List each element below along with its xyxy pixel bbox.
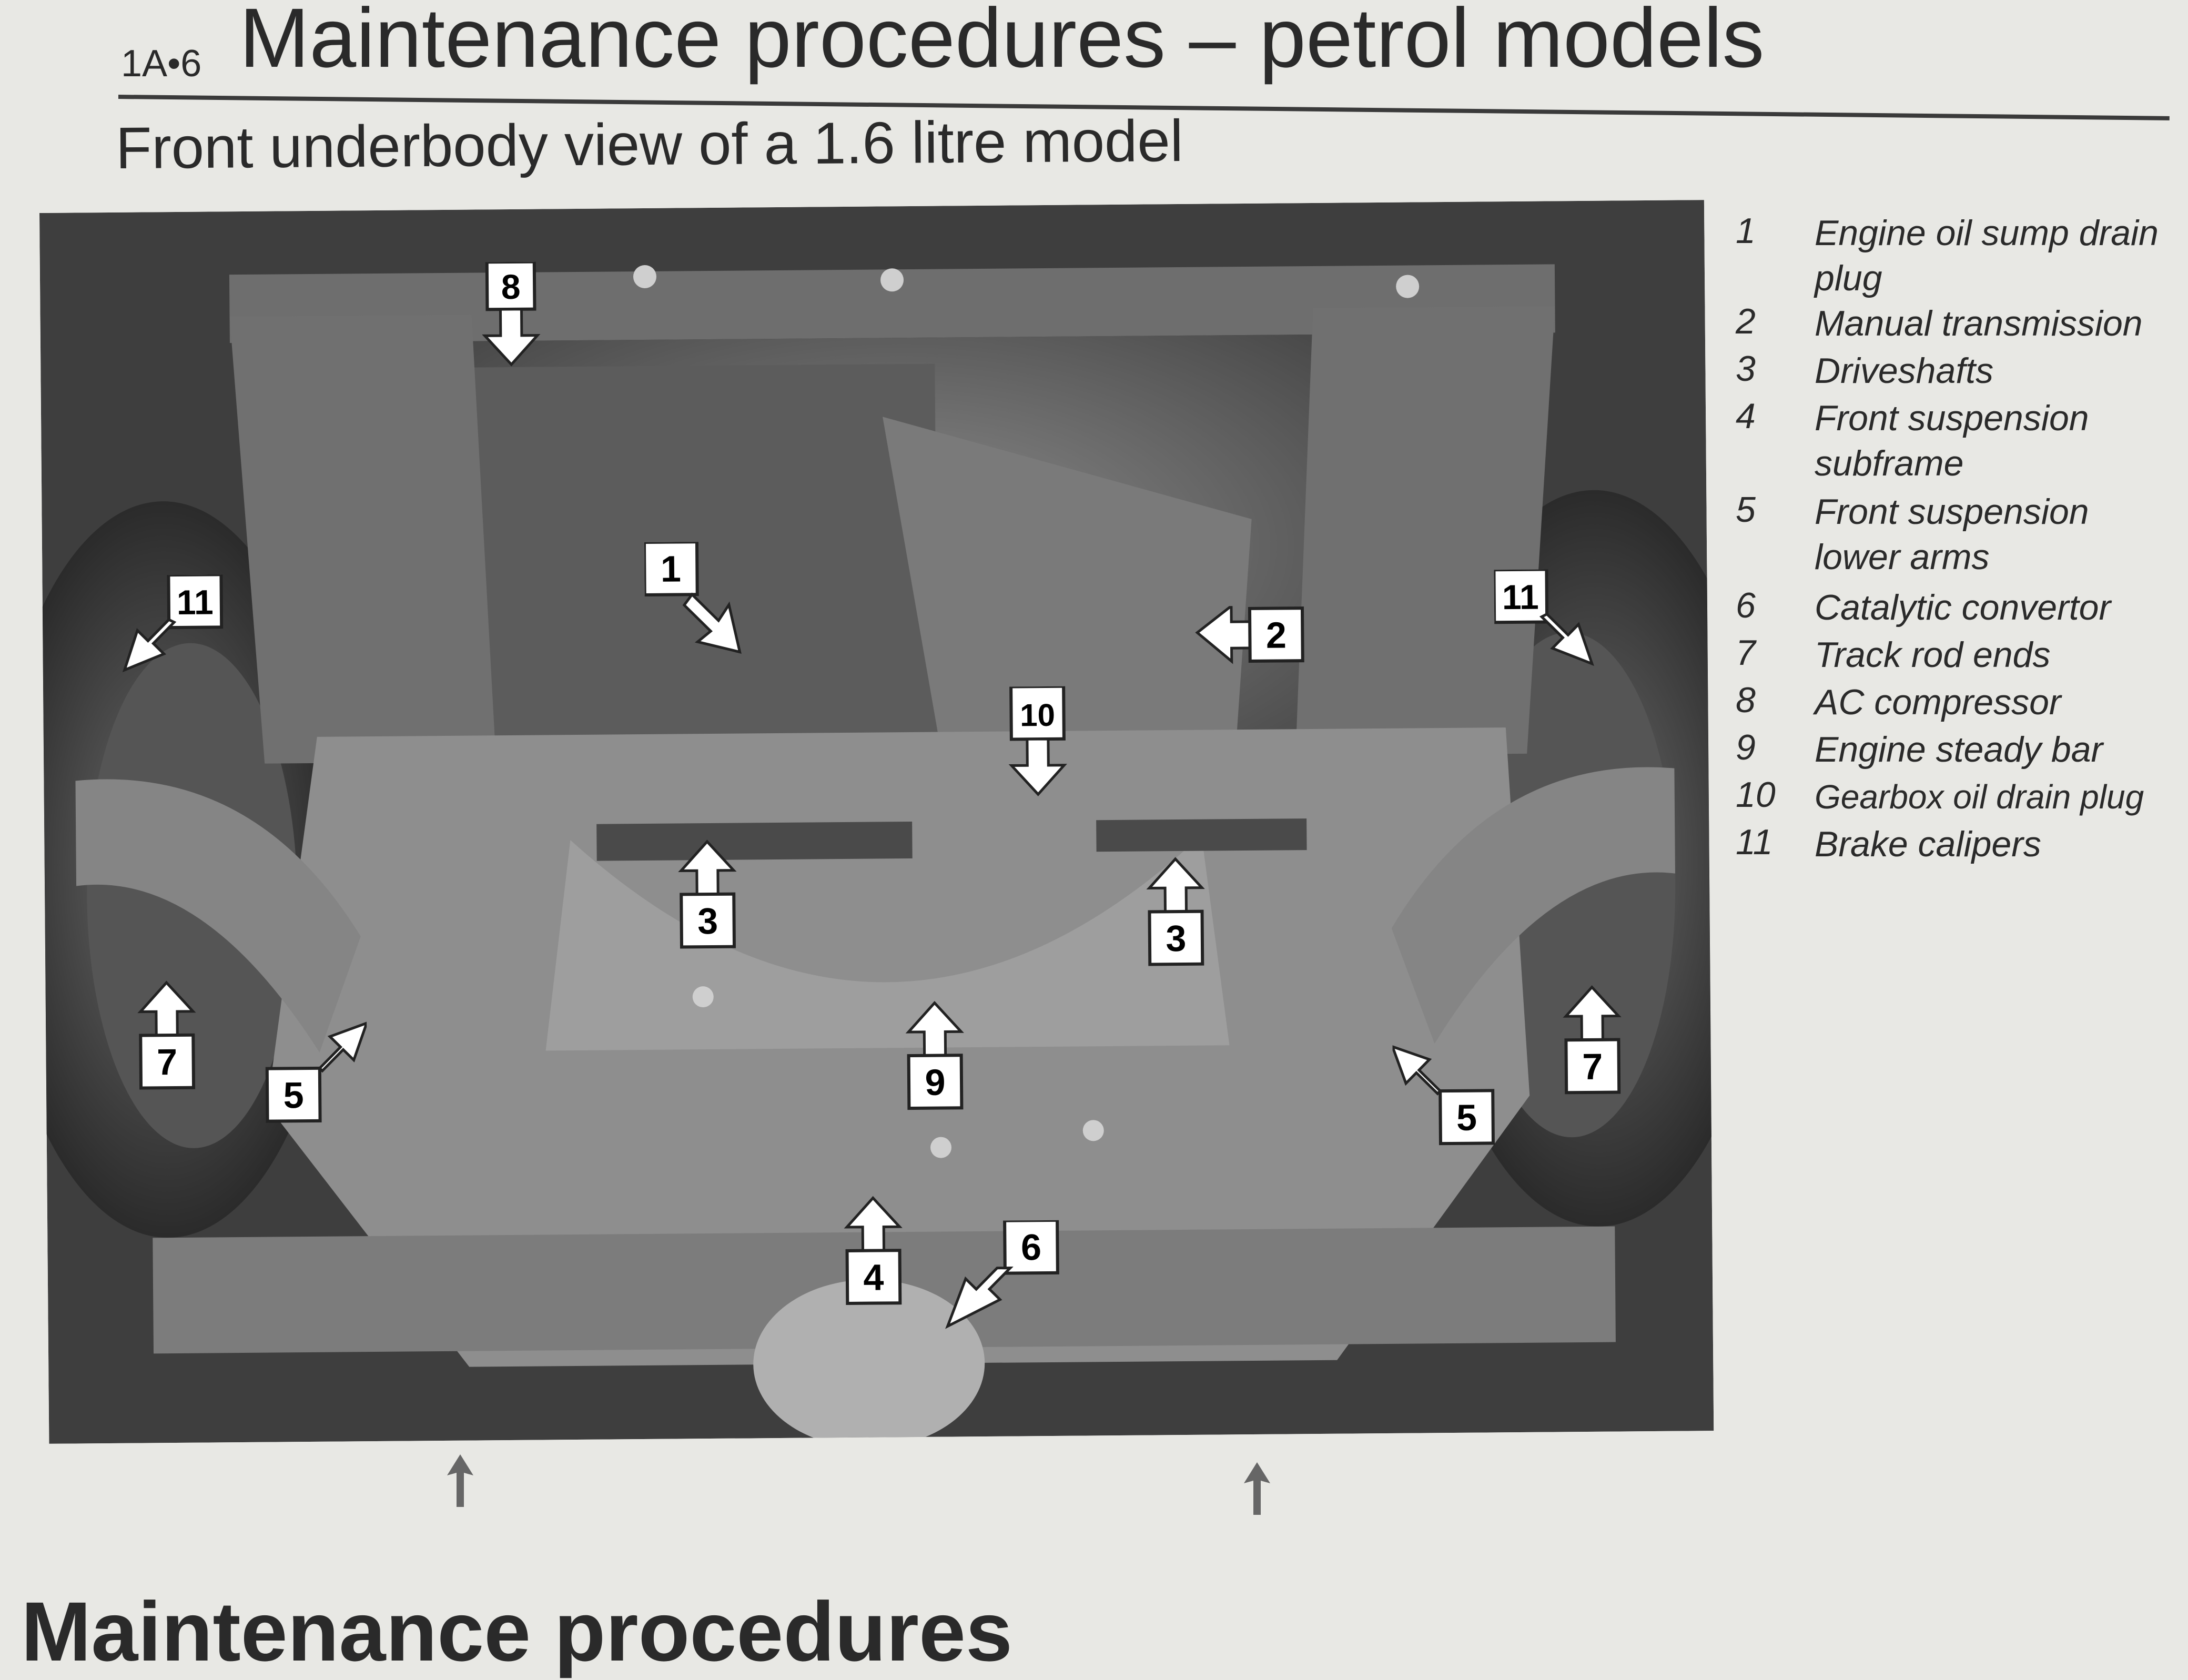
callout-10: 10 — [1008, 686, 1067, 796]
legend-number: 5 — [1736, 490, 1756, 530]
legend-text: Gearbox oil drain plug — [1815, 778, 2144, 816]
legend-item: 7 Track rod ends — [1736, 632, 2050, 677]
callout-11-left-label: 11 — [177, 582, 214, 622]
legend-number: 9 — [1736, 727, 1756, 767]
legend-item: 9 Engine steady bar — [1736, 727, 2103, 772]
legend-number: 3 — [1736, 349, 1756, 389]
callout-11-right: 11 — [1494, 569, 1594, 666]
legend-text: Front suspension subframe — [1815, 398, 2089, 483]
legend-number: 8 — [1736, 680, 1756, 720]
callout-7-left-label: 7 — [157, 1041, 178, 1082]
callout-3-left-label: 3 — [697, 900, 718, 942]
underbody-photo: 8 1 11 2 11 10 3 3 7 — [39, 200, 1714, 1444]
callout-1: 1 — [644, 541, 742, 654]
legend-item: 4 Front suspension subframe — [1736, 396, 2109, 486]
legend-item: 6 Catalytic convertor — [1736, 585, 2111, 630]
legend-item: 5 Front suspension lower arms — [1736, 489, 2172, 580]
callout-6: 6 — [945, 1220, 1059, 1329]
legend-text: Track rod ends — [1815, 635, 2051, 675]
legend-text: AC compressor — [1815, 682, 2061, 722]
callout-4-label: 4 — [863, 1257, 884, 1298]
callout-7-right-label: 7 — [1582, 1046, 1603, 1087]
section-title: Maintenance procedures – petrol models — [239, 0, 1765, 85]
arrow-up-icon — [447, 1454, 473, 1507]
legend-text: Brake calipers — [1815, 824, 2041, 864]
legend-number: 10 — [1736, 775, 1776, 815]
callout-10-label: 10 — [1020, 697, 1055, 733]
callout-5-right: 5 — [1392, 1044, 1495, 1146]
callout-4: 4 — [844, 1196, 903, 1305]
callout-6-label: 6 — [1021, 1227, 1042, 1268]
legend-number: 1 — [1736, 211, 1756, 251]
legend-number: 2 — [1736, 301, 1756, 341]
callout-3-left: 3 — [678, 839, 737, 949]
legend-item: 2 Manual transmission — [1736, 301, 2143, 346]
legend-item: 10 Gearbox oil drain plug — [1736, 774, 2144, 819]
callout-9-label: 9 — [925, 1062, 946, 1103]
callout-8: 8 — [482, 261, 541, 367]
legend-number: 4 — [1736, 396, 1756, 436]
figure-title: Front underbody view of a 1.6 litre mode… — [115, 107, 1183, 181]
legend-number: 7 — [1736, 633, 1756, 673]
callout-9: 9 — [905, 1000, 964, 1110]
callout-3-right-label: 3 — [1166, 918, 1187, 959]
legend-text: Catalytic convertor — [1815, 588, 2111, 628]
callout-2-label: 2 — [1266, 614, 1287, 655]
callout-3-right: 3 — [1146, 857, 1205, 966]
next-section-heading: Maintenance procedures — [21, 1584, 1012, 1678]
arrow-up-icon — [1244, 1462, 1270, 1515]
callout-1-label: 1 — [661, 548, 682, 589]
callout-2: 2 — [1195, 605, 1304, 664]
callout-5-right-label: 5 — [1456, 1097, 1477, 1138]
page-number: 1A•6 — [121, 43, 202, 85]
callout-7-right: 7 — [1563, 985, 1622, 1095]
callout-11-left: 11 — [122, 574, 224, 673]
callout-11-right-label: 11 — [1502, 578, 1539, 617]
legend-text: Engine steady bar — [1815, 730, 2103, 770]
legend-number: 11 — [1736, 822, 1773, 862]
callout-5-left-label: 5 — [283, 1075, 304, 1116]
callout-5-left: 5 — [265, 1020, 368, 1123]
legend-item: 3 Driveshafts — [1736, 348, 1993, 393]
callout-7-left: 7 — [137, 980, 196, 1090]
legend-item: 8 AC compressor — [1736, 680, 2061, 725]
callout-8-label: 8 — [501, 267, 520, 306]
page-header: 1A•6 Maintenance procedures – petrol mod… — [121, 0, 2172, 100]
legend-item: 11 Brake calipers — [1736, 822, 2041, 867]
legend-text: Driveshafts — [1815, 351, 1994, 391]
legend-text: Engine oil sump drain plug — [1815, 213, 2159, 298]
legend-text: Front suspension lower arms — [1815, 492, 2089, 577]
legend-item: 1 Engine oil sump drain plug — [1736, 210, 2162, 301]
legend-text: Manual transmission — [1815, 303, 2143, 343]
legend-number: 6 — [1736, 585, 1756, 625]
